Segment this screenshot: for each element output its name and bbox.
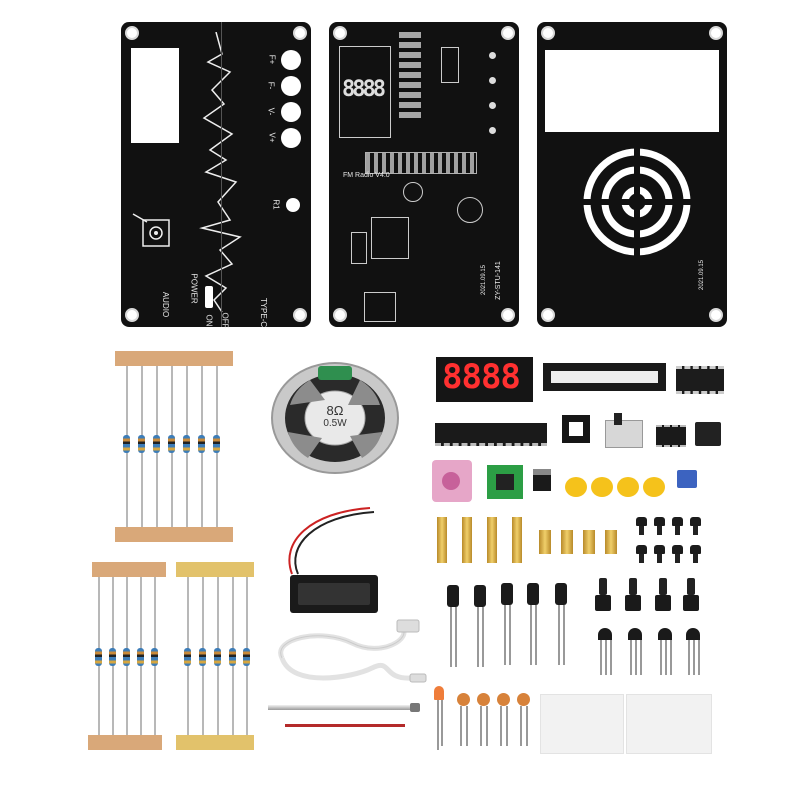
standoff — [462, 517, 472, 563]
antenna-tip — [410, 703, 420, 712]
label-r1: R1 — [271, 199, 281, 210]
switch-knob — [614, 413, 622, 425]
speaker-impedance: 8Ω — [326, 403, 344, 418]
standoff — [487, 517, 497, 563]
fm-module — [487, 465, 523, 499]
yellow-cap — [643, 477, 665, 497]
jack-hole — [442, 472, 460, 490]
module-chip — [496, 474, 514, 490]
pad — [489, 52, 496, 59]
ic-socket-small — [562, 415, 590, 443]
ic-socket-28pin — [543, 363, 666, 391]
back-panel-pcb: 2021.09.15 — [537, 22, 727, 327]
label-v-minus: V- — [266, 107, 276, 116]
red-wire — [285, 724, 405, 727]
nut-standoff — [605, 530, 617, 554]
headphone-jack — [695, 422, 721, 446]
pink-audio-jack — [432, 460, 472, 502]
ic-chip-dip28 — [435, 423, 547, 446]
ic-footprint-small — [441, 47, 459, 83]
ic-chip-dip8 — [656, 425, 686, 447]
mount-hole — [333, 308, 347, 322]
display-silk-digits: 8888 — [342, 77, 386, 102]
label-off: OFF — [220, 312, 230, 329]
speaker-power: 0.5W — [323, 418, 347, 429]
display-module-digits: 8888 — [442, 357, 521, 397]
label-v-plus: V+ — [267, 132, 277, 143]
nut-standoff — [583, 530, 595, 554]
label-on: ON — [204, 314, 214, 327]
mount-hole — [709, 26, 723, 40]
mount-hole — [541, 26, 555, 40]
regulator-tab — [533, 469, 551, 475]
usb-cable — [278, 619, 427, 683]
standoff — [437, 517, 447, 563]
mount-hole — [125, 308, 139, 322]
speaker-grille — [582, 147, 692, 257]
label-type-c: TYPE-C — [259, 297, 269, 328]
display-window — [545, 50, 719, 132]
speaker-label: 8Ω 0.5W — [300, 403, 370, 429]
mount-hole — [333, 26, 347, 40]
board-date: 2021.09.15 — [481, 264, 488, 296]
socket-gap — [569, 422, 583, 436]
socket-gap — [551, 371, 658, 383]
mount-hole — [125, 26, 139, 40]
jack-footprint — [351, 232, 367, 264]
knob-hole-v-plus — [281, 128, 301, 148]
main-pcb: 8888 FM Radio V4.0 ZY-STU-141 2021.09.15 — [329, 22, 519, 327]
header-row — [399, 32, 421, 122]
slide-switch — [605, 413, 643, 448]
mount-hole — [501, 26, 515, 40]
label-power: POWER — [189, 273, 199, 304]
knob-hole-v-minus — [281, 102, 301, 122]
trimmer-potentiometer — [677, 470, 697, 488]
mount-hole — [501, 308, 515, 322]
display-footprint: 8888 — [339, 46, 391, 138]
mount-hole — [293, 26, 307, 40]
clear-acrylic-panel — [626, 694, 712, 754]
module-footprint — [371, 217, 409, 259]
waveform-graphic — [199, 32, 242, 312]
mount-hole — [709, 308, 723, 322]
mount-hole — [293, 308, 307, 322]
cap-footprint — [457, 197, 483, 223]
clear-acrylic-panel — [540, 694, 624, 754]
ic-chip-soic — [676, 366, 724, 394]
nut-standoff — [561, 530, 573, 554]
cap-footprint — [403, 182, 423, 202]
battery-wires — [288, 507, 375, 575]
battery-slot — [298, 583, 370, 605]
pad — [489, 102, 496, 109]
front-panel-pcb: F+ F- V- V+ R1 AUDIO POWER ON OFF TYPE-C — [121, 22, 311, 329]
yellow-cap — [565, 477, 587, 497]
display-window — [131, 48, 179, 143]
standoff — [512, 517, 522, 563]
radio-icon — [132, 213, 170, 247]
voltage-regulator — [533, 469, 551, 491]
yellow-cap — [617, 477, 639, 497]
speaker — [271, 362, 399, 474]
board-code: ZY-STU-141 — [494, 261, 502, 300]
label-f-minus: F- — [266, 81, 276, 90]
seven-segment-display: 8888 — [436, 357, 533, 402]
yellow-cap — [591, 477, 613, 497]
board-title: FM Radio V4.0 — [343, 172, 390, 179]
pad — [489, 77, 496, 84]
ic-socket-footprint — [365, 152, 477, 174]
knob-hole-f-minus — [281, 76, 301, 96]
label-f-plus: F+ — [267, 54, 277, 65]
nut-standoff — [539, 530, 551, 554]
usb-footprint — [364, 292, 396, 322]
r1-hole — [286, 198, 300, 212]
back-date: 2021.09.15 — [699, 259, 706, 291]
switch-slot — [205, 286, 213, 308]
divider-line — [221, 22, 222, 327]
knob-hole-f-plus — [281, 50, 301, 70]
mount-hole — [541, 308, 555, 322]
pad — [489, 127, 496, 134]
battery-holder — [290, 575, 378, 613]
label-audio: AUDIO — [161, 291, 171, 318]
telescopic-antenna — [268, 705, 418, 710]
